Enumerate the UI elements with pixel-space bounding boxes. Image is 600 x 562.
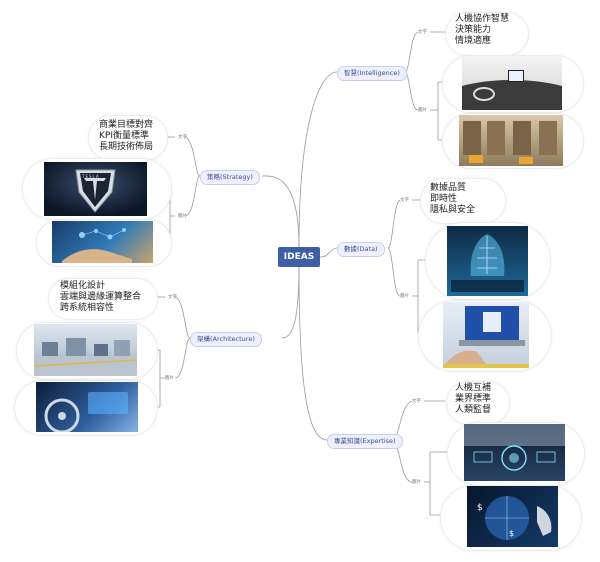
robot-finance-image: $ $ [467,486,558,547]
branch-strategy[interactable]: 策略(Strategy) [200,170,260,185]
architecture-text-bubble [48,278,158,320]
intelligence-line-3: 情境適應 [455,36,492,46]
hud-interface-image [464,424,565,481]
connector-architecture [281,266,300,339]
expertise-image-label: 圖片 [412,480,421,485]
svg-text:$: $ [509,529,514,538]
expertise-line-1: 人機互補 [455,383,492,393]
branch-expertise[interactable]: 專業知識(Expertise) [327,434,403,449]
connector-intelligence [298,71,338,248]
architecture-text-label: 文字 [168,295,177,300]
data-text-label: 文字 [400,198,409,203]
connector-strategy [261,175,300,248]
car-dashboard-image [36,382,138,432]
architecture-line-1: 模組化設計 [60,281,106,291]
architecture-line-3: 跨系統相容性 [60,303,115,313]
data-line-2: 即時性 [430,194,458,204]
branch-intelligence[interactable]: 智慧(Intelligence) [337,66,407,81]
expertise-text-block: 人機互補 業界標準 人類監督 [455,383,491,416]
strategy-line-1: 商業目標對齊 [99,120,154,130]
data-text-bubble [420,178,506,224]
branch-data[interactable]: 數據(Data) [337,242,385,257]
intelligence-line-1: 人機協作智慧 [455,14,510,24]
intelligence-text-label: 文字 [418,30,427,35]
data-line-1: 數據品質 [430,183,467,193]
strategy-image-label: 圖片 [178,214,187,219]
intelligence-text-block: 人機協作智慧 決策能力 情境適應 [455,14,509,47]
branch-architecture[interactable]: 架構(Architecture) [190,332,262,347]
factory-image [34,324,137,376]
laptop-security-image [443,302,529,368]
expertise-text-label: 文字 [412,399,421,404]
architecture-line-2: 雲端與邊緣運算整合 [60,292,142,302]
expertise-line-3: 人類監督 [455,405,492,415]
connector-data [319,247,338,258]
tesla-logo-text: TESLA [82,174,100,179]
intelligence-line-2: 決策能力 [455,25,492,35]
strategy-line-3: 長期技術佈局 [99,142,154,152]
tesla-logo-image: TESLA [44,162,147,216]
center-node[interactable]: IDEAS [278,247,320,267]
expertise-text-bubble [446,381,510,425]
warehouse-image [459,115,563,166]
data-image-label: 圖片 [400,294,409,299]
car-interior-image [462,56,562,110]
strategy-text-block: 商業目標對齊 KPI衡量標準 長期技術佈局 [99,120,153,153]
architecture-image-label: 圖片 [165,376,174,381]
data-line-3: 隱私與安全 [430,205,476,215]
intelligence-image-label: 圖片 [418,108,427,113]
svg-text:$: $ [477,503,483,513]
medical-scan-image [447,226,528,296]
strategy-line-2: KPI衡量標準 [99,131,149,141]
connector-expertise [298,266,328,441]
digital-hand-image [52,221,153,263]
expertise-line-2: 業界標準 [455,394,492,404]
data-text-block: 數據品質 即時性 隱私與安全 [430,183,475,216]
architecture-text-block: 模組化設計 雲端與邊緣運算整合 跨系統相容性 [60,281,141,314]
strategy-text-label: 文字 [178,135,187,140]
